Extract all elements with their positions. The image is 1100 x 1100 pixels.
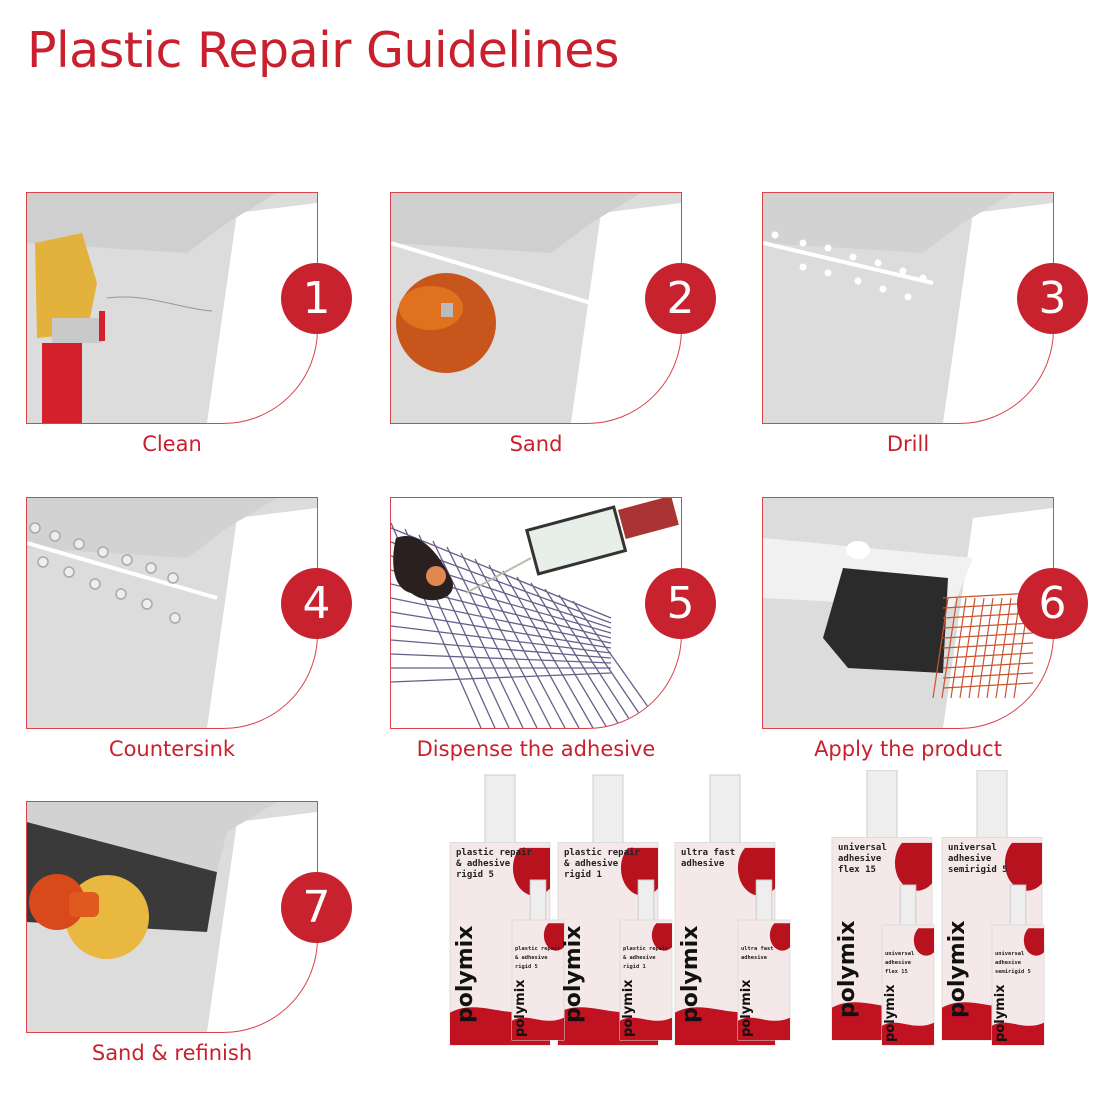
product-name: adhesive — [838, 853, 882, 864]
step-label: Sand & refinish — [91, 1041, 253, 1065]
product-name: plastic repair — [623, 946, 669, 952]
brand-logo: polymix — [835, 921, 860, 1018]
adhesive-cartridge — [991, 884, 1045, 1046]
step-1: 1 Clean — [26, 192, 352, 456]
step-illustration — [26, 801, 318, 1033]
product-name: & adhesive — [623, 955, 656, 961]
brand-logo: polymix — [621, 979, 636, 1037]
product-name: adhesive — [995, 960, 1022, 966]
adhesive-cartridge — [737, 879, 791, 1041]
brand-logo: polymix — [453, 926, 478, 1023]
cartridge-label: universal adhesive flex 15 polymix — [883, 951, 914, 1042]
product-name: rigid 5 — [456, 869, 494, 880]
product-name: universal — [995, 951, 1024, 957]
product-name: adhesive — [948, 853, 992, 864]
product-name: & adhesive — [456, 858, 511, 869]
product-name: semirigid 5 — [948, 864, 1008, 875]
adhesive-cartridge — [881, 884, 935, 1046]
product-name: adhesive — [885, 960, 912, 966]
step-illustration — [390, 192, 682, 424]
product-name: universal — [838, 842, 887, 853]
step-label: Countersink — [108, 737, 236, 761]
step-2: 2 Sand — [390, 192, 716, 456]
cartridge-label: plastic repair & adhesive rigid 1 polymix — [621, 946, 669, 1037]
step-3: 3 Drill — [762, 192, 1088, 456]
brand-logo: polymix — [739, 979, 754, 1037]
step-7: 7 Sand & refinish — [26, 801, 352, 1065]
cartridge-label: universal adhesive semirigid 5 polymix — [993, 951, 1031, 1042]
step-illustration — [26, 497, 318, 729]
adhesive-cartridge — [511, 879, 565, 1041]
step-number-badge: 6 — [1017, 568, 1088, 639]
step-number-badge: 1 — [281, 263, 352, 334]
brand-logo: polymix — [993, 984, 1008, 1042]
step-illustration — [762, 192, 1054, 424]
step-label: Drill — [886, 432, 930, 456]
cartridge-label: ultra fast adhesive polymix — [739, 946, 773, 1037]
product-name: flex 15 — [885, 969, 908, 975]
step-illustration — [390, 497, 682, 729]
page-title: Plastic Repair Guidelines — [27, 22, 619, 79]
step-number-badge: 5 — [645, 568, 716, 639]
step-4: 4 Countersink — [26, 497, 352, 761]
product-name: adhesive — [741, 955, 768, 961]
cartridge-label: plastic repair & adhesive rigid 5 polymix — [513, 946, 561, 1037]
product-name: plastic repair — [564, 847, 640, 858]
product-name: rigid 1 — [623, 964, 646, 970]
step-number-badge: 4 — [281, 568, 352, 639]
product-name: ultra fast — [681, 848, 735, 858]
adhesive-cartridge — [619, 879, 673, 1041]
step-number-badge: 3 — [1017, 263, 1088, 334]
product-name: semirigid 5 — [995, 969, 1031, 975]
step-label: Apply the product — [814, 737, 1002, 761]
brand-logo: polymix — [945, 921, 970, 1018]
step-number-badge: 7 — [281, 872, 352, 943]
step-6: 6 Apply the product — [762, 497, 1088, 761]
product-name: & adhesive — [515, 955, 548, 961]
product-name: adhesive — [681, 858, 725, 869]
product-name: flex 15 — [838, 865, 876, 875]
product-name: plastic repair — [515, 946, 561, 952]
brand-logo: polymix — [678, 926, 703, 1023]
step-number-badge: 2 — [645, 263, 716, 334]
product-name: & adhesive — [564, 858, 619, 869]
brand-logo: polymix — [513, 979, 528, 1037]
product-name: rigid 1 — [564, 869, 602, 880]
step-label: Dispense the adhesive — [416, 737, 656, 761]
brand-logo: polymix — [883, 984, 898, 1042]
product-name: ultra fast — [741, 946, 773, 952]
step-illustration — [762, 497, 1054, 729]
product-name: universal — [948, 842, 997, 853]
product-name: plastic repair — [456, 847, 532, 858]
brand-logo: polymix — [561, 926, 586, 1023]
product-name: universal — [885, 951, 914, 957]
product-name: rigid 5 — [515, 964, 538, 970]
step-5: 5 Dispense the adhesive — [390, 497, 716, 761]
step-illustration — [26, 192, 318, 424]
step-label: Clean — [142, 432, 202, 456]
step-label: Sand — [509, 432, 563, 456]
